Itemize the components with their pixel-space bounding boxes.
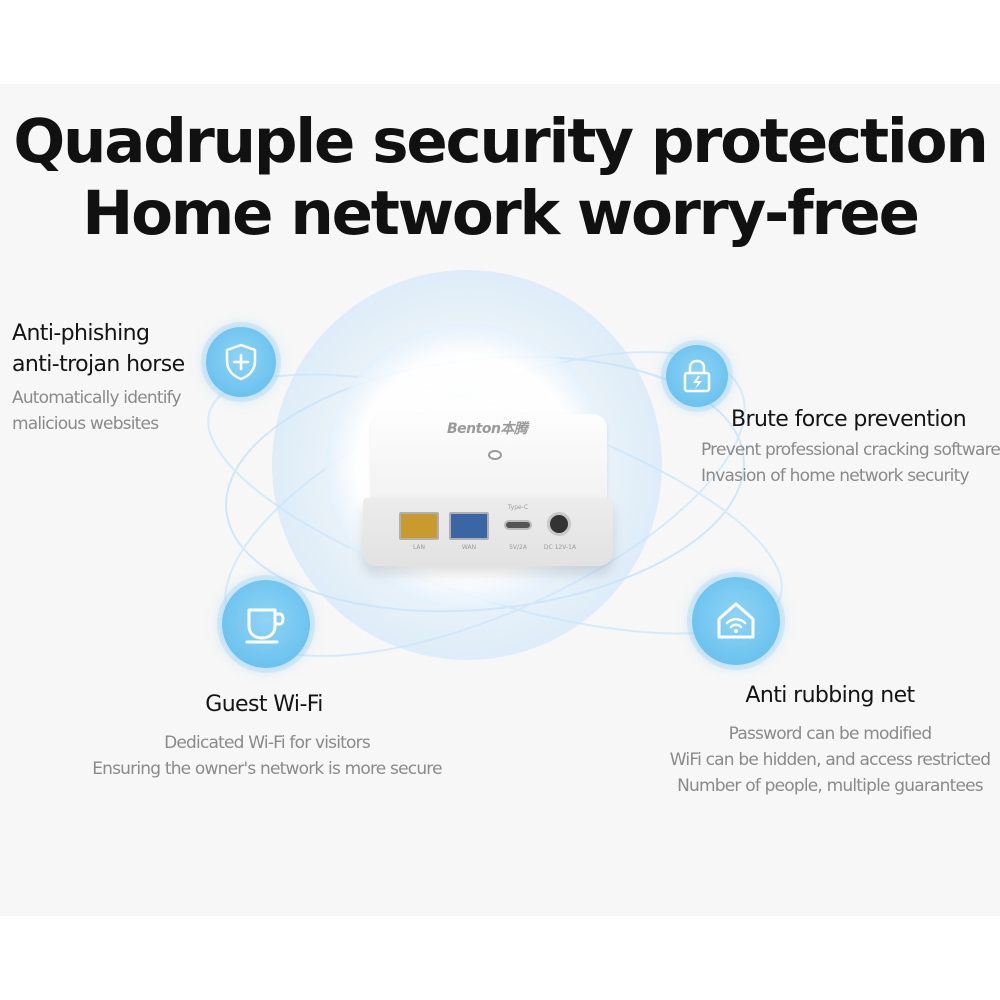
dc-port-label: DC 12V-1A bbox=[543, 544, 577, 551]
feature-anti-rubbing-desc: Password can be modified WiFi can be hid… bbox=[660, 721, 1000, 799]
headline-line-1: Quadruple security protection bbox=[13, 106, 988, 177]
router-top-panel: Benton本腾 bbox=[371, 414, 607, 506]
router-brand-logo: Benton本腾 bbox=[447, 421, 528, 437]
router-front-panel: LAN WAN Type-C 5V/2A DC 12V-1A bbox=[363, 498, 613, 566]
feature-desc-line: Ensuring the owner's network is more sec… bbox=[92, 759, 442, 779]
feature-anti-rubbing-title: Anti rubbing net bbox=[745, 683, 915, 708]
feature-brute-force-title: Brute force prevention bbox=[731, 407, 967, 432]
feature-desc-line: WiFi can be hidden, and access restricte… bbox=[669, 750, 991, 770]
feature-desc-line: malicious websites bbox=[12, 414, 159, 434]
usb-c-port-label: 5V/2A bbox=[509, 544, 527, 551]
router-product: Benton本腾 LAN WAN Type-C 5V/2A DC 12V-1A bbox=[363, 414, 613, 569]
lan-port bbox=[399, 512, 439, 540]
usb-c-port bbox=[504, 520, 532, 530]
feature-desc-line: Automatically identify bbox=[12, 388, 182, 408]
feature-title-line: anti-trojan horse bbox=[12, 352, 185, 377]
feature-desc-line: Dedicated Wi-Fi for visitors bbox=[164, 733, 371, 753]
cup-icon bbox=[222, 580, 310, 668]
feature-anti-phishing-title: Anti-phishing anti-trojan horse bbox=[12, 318, 185, 380]
feature-guest-wifi-title: Guest Wi-Fi bbox=[205, 692, 323, 717]
home-wifi-icon bbox=[692, 577, 780, 665]
dc-power-port bbox=[547, 512, 571, 536]
feature-desc-line: Number of people, multiple guarantees bbox=[677, 776, 984, 796]
feature-desc-line: Prevent professional cracking software bbox=[701, 440, 1000, 460]
wan-port-label: WAN bbox=[461, 544, 477, 551]
led-indicator bbox=[488, 450, 502, 460]
feature-desc-line: Invasion of home network security bbox=[701, 466, 970, 486]
lan-port-label: LAN bbox=[412, 544, 426, 551]
feature-title-line: Anti-phishing bbox=[12, 321, 150, 346]
feature-anti-phishing-desc: Automatically identify malicious website… bbox=[12, 385, 182, 437]
shield-plus-icon bbox=[206, 327, 276, 397]
feature-brute-force-desc: Prevent professional cracking software I… bbox=[701, 437, 1000, 489]
headline-line-2: Home network worry-free bbox=[82, 178, 920, 249]
usb-c-type-label: Type-C bbox=[507, 504, 529, 511]
feature-guest-wifi-desc: Dedicated Wi-Fi for visitors Ensuring th… bbox=[0, 730, 534, 782]
feature-desc-line: Password can be modified bbox=[728, 724, 932, 744]
lock-bolt-icon bbox=[666, 345, 728, 407]
wan-port bbox=[449, 512, 489, 540]
banner-canvas: Quadruple security protection Home netwo… bbox=[0, 84, 1000, 916]
